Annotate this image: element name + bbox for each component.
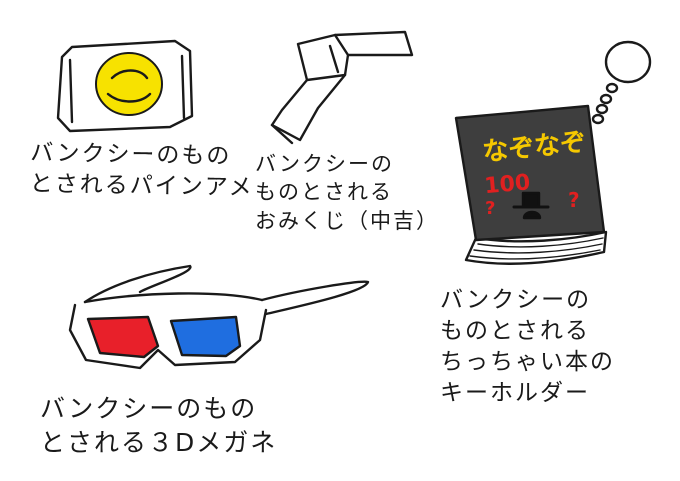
book-pages xyxy=(464,230,608,265)
candy-wrapper-outline xyxy=(56,39,194,133)
candy-wrapper-seal-right xyxy=(180,54,186,120)
glasses-top-edge xyxy=(83,292,264,304)
book-cover-number: 100 xyxy=(483,170,531,199)
right-blue-lens xyxy=(169,315,242,358)
candy-caption: バンクシーのもの とされるパインアメ xyxy=(29,138,254,204)
keychain-ring-drawing xyxy=(591,40,652,125)
candy-yellow-body xyxy=(95,52,163,116)
omikuji-caption-line: ものとされる xyxy=(255,180,393,205)
omikuji-lower-fold xyxy=(270,73,347,142)
glasses-frame-outline xyxy=(68,303,268,370)
glasses-caption-line: とされる３Dメガネ xyxy=(40,427,278,457)
candy-ring-bottom xyxy=(106,92,152,103)
glasses-left-arm xyxy=(83,264,192,304)
book-caption-line: バンクシーの xyxy=(440,287,592,313)
book-keychain-caption: バンクシーの ものとされる ちっちゃい本の キーホルダー xyxy=(440,285,615,409)
candy-caption-line: バンクシーのもの xyxy=(30,140,232,170)
candy-ring-hole xyxy=(110,69,149,80)
book-cover xyxy=(454,104,606,242)
glasses-caption: バンクシーのもの とされる３Dメガネ xyxy=(40,392,277,460)
omikuji-caption-line: おみくじ（中吉） xyxy=(255,208,439,233)
book-caption-line: ちっちゃい本の xyxy=(440,349,615,376)
omikuji-fold-crease-upper xyxy=(328,44,340,74)
omikuji-caption: バンクシーの ものとされる おみくじ（中吉） xyxy=(255,150,439,235)
omikuji-caption-line: バンクシーの xyxy=(255,152,395,176)
left-red-lens xyxy=(86,315,160,359)
keychain-ring xyxy=(604,40,652,84)
glasses-right-arm xyxy=(260,280,370,316)
riddle-book-drawing xyxy=(454,104,608,265)
book-cover-question-mark-right: ? xyxy=(568,188,580,212)
omikuji-drawing xyxy=(270,30,414,145)
3d-glasses-drawing xyxy=(68,264,370,370)
omikuji-top-band xyxy=(333,30,414,57)
omikuji-fold-crease xyxy=(270,123,294,145)
top-hat-silhouette xyxy=(512,191,550,220)
glasses-caption-line: バンクシーのもの xyxy=(40,394,258,423)
pineapple-candy-drawing xyxy=(56,39,194,133)
candy-wrapper-seal-left xyxy=(68,58,74,124)
book-cover-question-mark-left: ? xyxy=(485,198,495,219)
candy-caption-line: とされるパインアメ xyxy=(29,171,254,201)
omikuji-top-fold xyxy=(296,33,350,82)
book-caption-line: ものとされる xyxy=(440,318,590,345)
book-caption-line: キーホルダー xyxy=(440,380,590,407)
